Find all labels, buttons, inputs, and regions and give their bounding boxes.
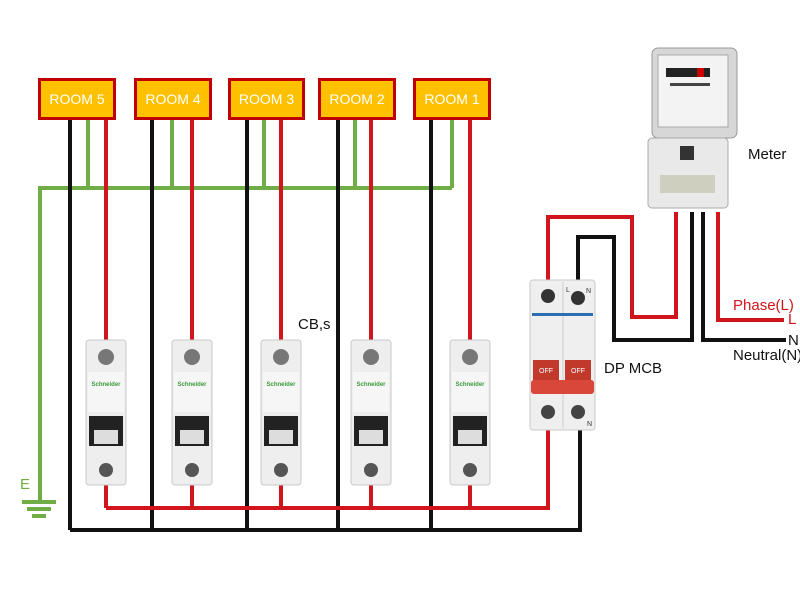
terminal-screw-icon [571,405,585,419]
terminal-screw-icon [463,463,477,477]
terminal-screw-icon [363,349,379,365]
breaker-room-1: Schneider [449,339,491,486]
breaker-room-5: Schneider [85,339,127,486]
mcb-off-text: OFF [571,368,585,375]
room-box-5: ROOM 5 [38,78,116,120]
dp-mcb: L N N OFF OFF [529,279,596,431]
breakers-label: CB,s [298,316,331,333]
terminal-screw-icon [541,289,555,303]
mcb-toggle-left [533,360,559,382]
energy-meter-icon [647,47,738,209]
room-box-1: ROOM 1 [413,78,491,120]
neutral-label: Neutral(N) [733,347,800,364]
neutral-mcb-to-meter [576,212,694,342]
terminal-screw-icon [98,349,114,365]
breaker-room-3: Schneider [260,339,302,486]
room-box-2: ROOM 2 [318,78,396,120]
brand-text: Schneider [266,382,296,388]
mcb-handle-bar [531,380,594,394]
neutral-supply [701,212,786,342]
room-box-4: ROOM 4 [134,78,212,120]
breaker-room-2: Schneider [350,339,392,486]
brand-text: Schneider [91,382,121,388]
brand-text: Schneider [455,382,485,388]
brand-text: Schneider [177,382,207,388]
terminal-screw-icon [541,405,555,419]
terminal-screw-icon [274,463,288,477]
meter-label: Meter [748,146,787,163]
room-box-3: ROOM 3 [228,78,305,120]
neutral-short-label: N [788,332,799,349]
terminal-screw-icon [185,463,199,477]
terminal-screw-icon [184,349,200,365]
mcb-toggle-right [565,360,591,382]
dp-mcb-label: DP MCB [604,360,663,377]
mcb-terminal-n: N [586,288,591,295]
mcb-terminal-n-bottom: N [587,421,592,428]
phase-short-label: L [788,311,797,328]
earth-bus [38,186,452,500]
mcb-terminal-l: L [566,287,570,294]
earth-label: E [20,476,31,493]
neutral-bus [70,420,582,532]
phase-bus [106,420,550,510]
breaker-room-4: Schneider [171,339,213,486]
phase-label: Phase(L) [733,297,794,314]
terminal-screw-icon [462,349,478,365]
brand-text: Schneider [356,382,386,388]
phase-mcb-to-meter [546,212,678,319]
terminal-screw-icon [364,463,378,477]
terminal-screw-icon [99,463,113,477]
terminal-screw-icon [273,349,289,365]
phase-supply [716,212,784,322]
terminal-screw-icon [571,291,585,305]
mcb-off-text: OFF [539,368,553,375]
